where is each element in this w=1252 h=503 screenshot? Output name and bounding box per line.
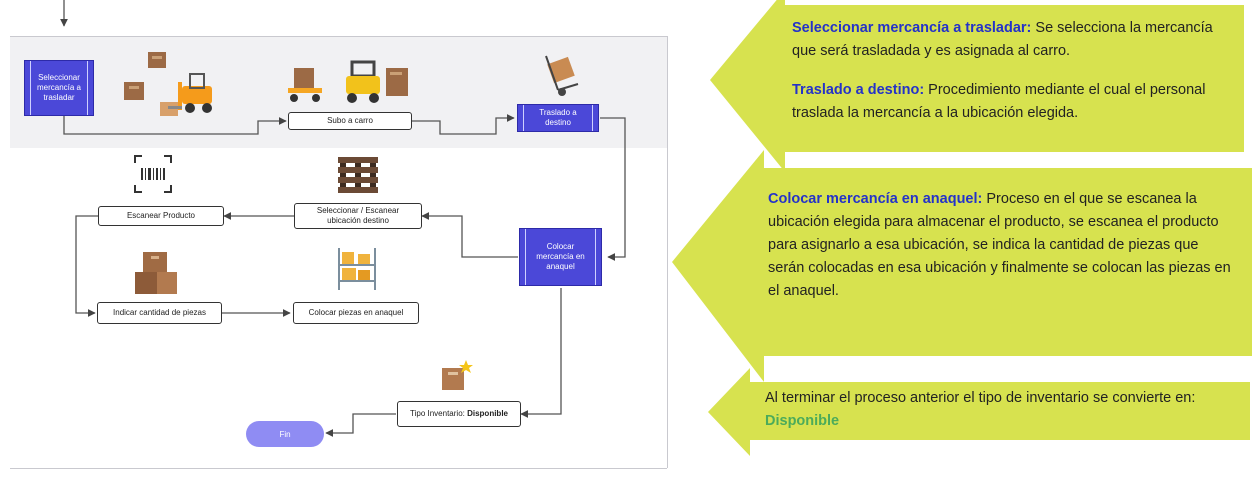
callout-highlight-disponible: Disponible	[765, 413, 840, 429]
step-colocar-piezas: Colocar piezas en anaquel	[293, 302, 419, 324]
callout-title-seleccionar: Seleccionar mercancía a trasladar:	[792, 20, 1032, 36]
step-label-prefix: Tipo Inventario:	[410, 409, 468, 418]
callout-text-3: Al terminar el proceso anterior el tipo …	[765, 387, 1235, 433]
step-label-value: Disponible	[467, 409, 508, 418]
process-label: Traslado a destino	[539, 108, 577, 127]
process-seleccionar-mercancia: Seleccionar mercancía a trasladar	[24, 60, 94, 116]
process-traslado-destino: Traslado a destino	[517, 104, 599, 132]
step-label: Seleccionar / Escanear ubicación destino	[316, 206, 400, 225]
box-star-icon	[442, 360, 473, 390]
callout-body-traslado: Procedimiento mediante el cual el person…	[792, 82, 1206, 121]
swimlane-edge	[667, 36, 668, 468]
forklift-icon	[168, 73, 212, 113]
callout-arrow-3	[708, 368, 1250, 456]
callout-arrow-2	[672, 150, 1252, 382]
hand-truck-icon	[545, 55, 579, 96]
callout-title-colocar: Colocar mercancía en anaquel:	[768, 191, 983, 207]
callout-shapes	[672, 0, 1252, 456]
shelf-boxes-icon	[338, 248, 376, 290]
step-escanear-producto: Escanear Producto	[98, 206, 224, 226]
forklift-icon	[346, 60, 380, 103]
process-label: Colocar mercancía en anaquel	[536, 242, 585, 271]
callout-text-1: Seleccionar mercancía a trasladar: Se se…	[792, 17, 1238, 125]
stacked-boxes-icon	[135, 252, 177, 294]
barcode-scanner-icon	[134, 155, 172, 193]
swimlane-bottom	[10, 338, 667, 469]
boxes-icon	[124, 52, 212, 116]
process-label: Seleccionar mercancía a trasladar	[36, 73, 82, 102]
callout-paragraph-2: Traslado a destino: Procedimiento median…	[792, 79, 1238, 125]
step-tipo-inventario: Tipo Inventario: Disponible	[397, 401, 521, 427]
step-label: Colocar piezas en anaquel	[308, 308, 404, 317]
step-label: Subo a carro	[327, 116, 373, 125]
process-colocar-anaquel: Colocar mercancía en anaquel	[519, 228, 602, 286]
callout-paragraph-1: Seleccionar mercancía a trasladar: Se se…	[792, 17, 1238, 63]
step-seleccionar-escanear: Seleccionar / Escanear ubicación destino	[294, 203, 422, 229]
callout-title-traslado: Traslado a destino:	[792, 82, 925, 98]
step-label: Escanear Producto	[126, 211, 196, 220]
box-cart-icon	[288, 60, 408, 103]
step-label: Indicar cantidad de piezas	[113, 308, 206, 317]
callout-body-final: Al terminar el proceso anterior el tipo …	[765, 390, 1200, 406]
connector-lines	[60, 0, 626, 437]
step-indicar-cantidad: Indicar cantidad de piezas	[97, 302, 222, 324]
callout-text-2: Colocar mercancía en anaquel: Proceso en…	[768, 188, 1238, 303]
terminal-fin: Fin	[246, 421, 324, 447]
terminal-label: Fin	[279, 429, 291, 439]
callout-body-colocar: Proceso en el que se escanea la ubicació…	[768, 191, 1231, 299]
pallet-rack-icon	[338, 157, 378, 193]
step-subo-carro: Subo a carro	[288, 112, 412, 130]
callout-arrow-1	[710, 0, 1244, 172]
callout-body-seleccionar: Se selecciona la mercancía que será tras…	[792, 20, 1213, 59]
